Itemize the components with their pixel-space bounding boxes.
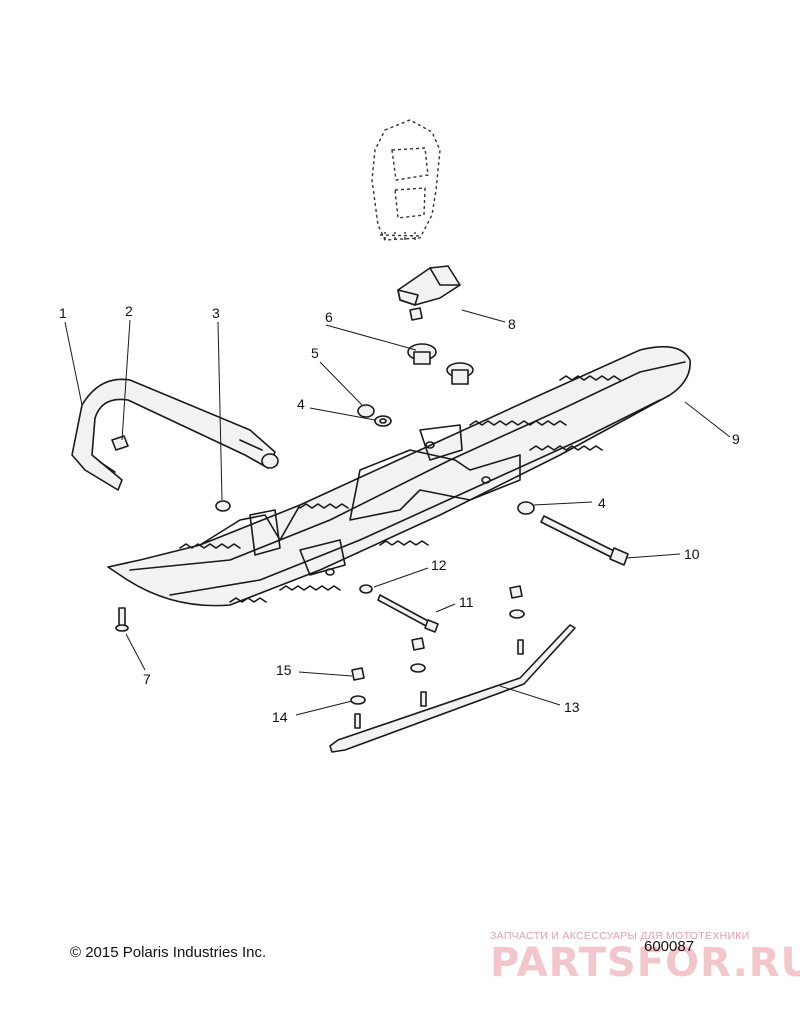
part-7-bolt [115, 607, 129, 632]
callout-9: 9 [732, 431, 740, 447]
callout-11: 11 [459, 594, 474, 610]
callout-6: 6 [325, 309, 333, 325]
callout-15: 15 [276, 662, 292, 678]
callout-5: 5 [311, 345, 319, 361]
spindle-reference [371, 119, 441, 241]
part-12-washer [359, 584, 373, 594]
callout-13: 13 [564, 699, 580, 715]
part-8-spindle-block [397, 265, 461, 321]
bushing [446, 362, 474, 385]
part-10-bolt [540, 515, 629, 566]
callout-12: 12 [431, 557, 447, 573]
callout-8: 8 [508, 316, 516, 332]
hardware-nuts-washers [350, 585, 525, 705]
part-11-bolt [377, 594, 439, 633]
part-1-ski-loop [71, 378, 279, 491]
part-2-nut [111, 435, 129, 451]
watermark-tagline: ЗАПЧАСТИ И АКСЕССУАРЫ ДЛЯ МОТОТЕХНИКИ [490, 930, 750, 942]
part-4-washer-upper [374, 415, 392, 427]
part-13-carbide-runner [329, 624, 576, 753]
callout-1: 1 [59, 305, 67, 321]
callout-10: 10 [684, 546, 700, 562]
part-6-bolt [407, 343, 437, 365]
callout-7: 7 [143, 671, 151, 687]
drawing-code: 600087 [644, 938, 695, 955]
part-9-ski [107, 345, 691, 607]
callout-3: 3 [212, 305, 220, 321]
callout-2: 2 [125, 303, 133, 319]
part-5-bushing [357, 404, 375, 418]
callout-4-upper: 4 [297, 396, 305, 412]
watermark-brand: PARTSFOR.RU [490, 940, 800, 986]
callout-14: 14 [272, 709, 288, 725]
part-4-washer-lower [517, 501, 535, 515]
copyright-text: © 2015 Polaris Industries Inc. [70, 944, 267, 961]
part-3-nut [215, 500, 231, 512]
callout-4-lower: 4 [598, 495, 606, 511]
leader-lines [64, 309, 731, 716]
